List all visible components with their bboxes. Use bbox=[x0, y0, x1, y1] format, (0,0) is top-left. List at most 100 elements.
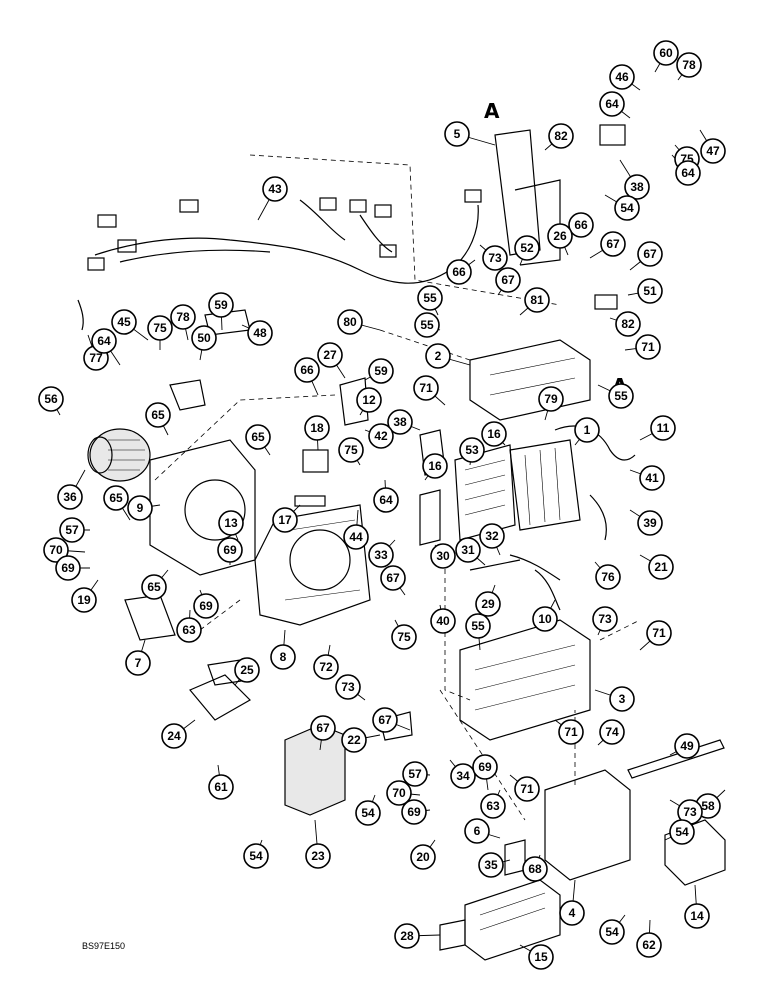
callout-circle bbox=[482, 245, 508, 271]
bracket bbox=[339, 377, 369, 426]
callout-circle bbox=[455, 537, 481, 563]
callout-73: 73 bbox=[482, 245, 508, 271]
callout-55: 55 bbox=[465, 613, 491, 639]
callout-10: 10 bbox=[532, 606, 558, 632]
callout-78: 78 bbox=[676, 52, 702, 78]
callout-circle bbox=[417, 285, 443, 311]
callout-number: 10 bbox=[538, 612, 552, 626]
callout-number: 63 bbox=[486, 799, 500, 813]
callout-circle bbox=[147, 315, 173, 341]
callout-number: 30 bbox=[436, 549, 450, 563]
blower-wheel bbox=[87, 436, 113, 474]
reference-code: BS97E150 bbox=[82, 941, 125, 951]
callout-circle bbox=[450, 763, 476, 789]
callout-number: 81 bbox=[530, 293, 544, 307]
callout-number: 80 bbox=[343, 315, 357, 329]
callout-number: 31 bbox=[461, 543, 475, 557]
callout-circle bbox=[356, 387, 382, 413]
callout-33: 33 bbox=[368, 542, 394, 568]
callout-number: 63 bbox=[182, 623, 196, 637]
callout-7: 7 bbox=[125, 650, 151, 676]
callout-number: 73 bbox=[488, 251, 502, 265]
callout-circle bbox=[495, 267, 521, 293]
callout-number: 82 bbox=[621, 317, 635, 331]
callout-number: 75 bbox=[153, 321, 167, 335]
callout-71: 71 bbox=[558, 719, 584, 745]
callout-number: 39 bbox=[643, 516, 657, 530]
callout-number: 61 bbox=[214, 780, 228, 794]
callout-22: 22 bbox=[341, 727, 367, 753]
callout-29: 29 bbox=[475, 591, 501, 617]
callout-64: 64 bbox=[675, 160, 701, 186]
callout-number: 69 bbox=[478, 760, 492, 774]
callout-number: 57 bbox=[408, 767, 422, 781]
callout-circle bbox=[676, 52, 702, 78]
grille bbox=[664, 819, 726, 886]
callout-14: 14 bbox=[684, 903, 710, 929]
callout-65: 65 bbox=[103, 485, 129, 511]
callout-75: 75 bbox=[147, 315, 173, 341]
callout-66: 66 bbox=[294, 357, 320, 383]
callout-number: 56 bbox=[44, 392, 58, 406]
callout-number: 57 bbox=[65, 523, 79, 537]
callout-number: 74 bbox=[605, 725, 619, 739]
callout-circle bbox=[595, 564, 621, 590]
callout-60: 60 bbox=[653, 40, 679, 66]
callout-circle bbox=[305, 843, 331, 869]
callout-75: 75 bbox=[391, 624, 417, 650]
callout-number: 65 bbox=[251, 430, 265, 444]
upper-housing bbox=[469, 339, 591, 421]
callout-circle bbox=[522, 856, 548, 882]
callout-circle bbox=[103, 485, 129, 511]
hose bbox=[589, 494, 607, 541]
callout-number: 4 bbox=[569, 906, 576, 920]
callout-circle bbox=[639, 465, 665, 491]
callout-52: 52 bbox=[514, 235, 540, 261]
callout-54: 54 bbox=[599, 919, 625, 945]
callout-36: 36 bbox=[57, 484, 83, 510]
callout-circle bbox=[646, 620, 672, 646]
callout-circle bbox=[270, 644, 296, 670]
cover bbox=[439, 919, 466, 951]
callout-circle bbox=[380, 565, 406, 591]
callout-number: 65 bbox=[109, 491, 123, 505]
callout-69: 69 bbox=[401, 799, 427, 825]
callout-circle bbox=[373, 487, 399, 513]
callout-67: 67 bbox=[495, 267, 521, 293]
callout-number: 29 bbox=[481, 597, 495, 611]
callout-55: 55 bbox=[414, 312, 440, 338]
callout-number: 77 bbox=[89, 351, 103, 365]
callout-63: 63 bbox=[480, 793, 506, 819]
callout-number: 2 bbox=[435, 349, 442, 363]
callout-number: 65 bbox=[151, 408, 165, 422]
callout-number: 73 bbox=[683, 805, 697, 819]
callout-circle bbox=[446, 259, 472, 285]
callout-70: 70 bbox=[43, 537, 69, 563]
callout-64: 64 bbox=[373, 487, 399, 513]
callout-number: 26 bbox=[553, 229, 567, 243]
callout-number: 36 bbox=[63, 490, 77, 504]
callout-74: 74 bbox=[599, 719, 625, 745]
callout-number: 16 bbox=[428, 459, 442, 473]
callout-65: 65 bbox=[141, 574, 167, 600]
callout-circle bbox=[637, 241, 663, 267]
callout-circle bbox=[528, 944, 554, 970]
callout-39: 39 bbox=[637, 510, 663, 536]
callout-circle bbox=[599, 719, 625, 745]
callout-73: 73 bbox=[677, 799, 703, 825]
callout-70: 70 bbox=[386, 780, 412, 806]
switch bbox=[594, 294, 618, 310]
callout-circle bbox=[59, 517, 85, 543]
callout-73: 73 bbox=[592, 606, 618, 632]
clamp bbox=[302, 449, 329, 473]
callout-circle bbox=[444, 121, 470, 147]
callout-number: 59 bbox=[374, 364, 388, 378]
connector bbox=[349, 199, 367, 213]
callout-15: 15 bbox=[528, 944, 554, 970]
callout-number: 59 bbox=[214, 298, 228, 312]
callout-17: 17 bbox=[272, 507, 298, 533]
connector bbox=[374, 204, 392, 218]
callout-number: 54 bbox=[361, 806, 375, 820]
callout-number: 53 bbox=[465, 443, 479, 457]
